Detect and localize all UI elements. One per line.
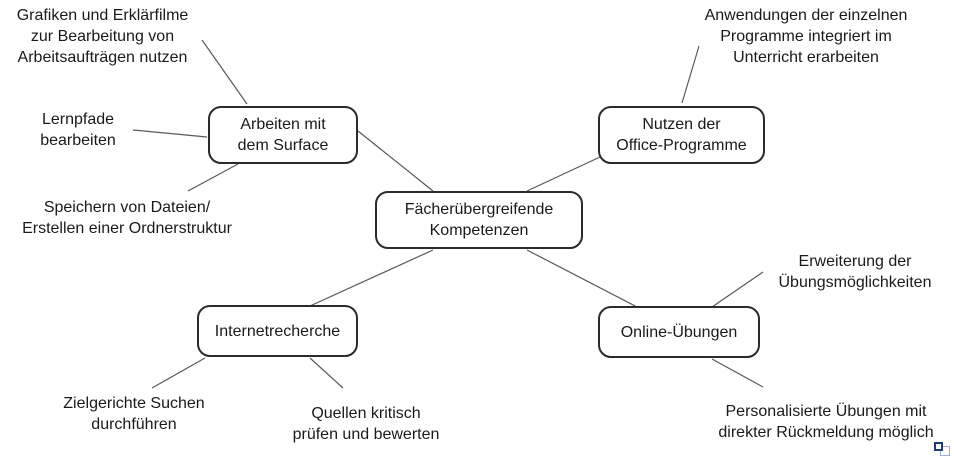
connector-internet-zielgerichte	[151, 357, 206, 389]
connector-center-online	[526, 249, 638, 308]
leaf-erweiterung-uebungsmoeglichkeiten[interactable]: Erweiterung der Übungsmöglichkeiten	[778, 253, 932, 291]
node-office-programme[interactable]: Nutzen der Office-Programme	[598, 106, 765, 164]
connector-center-internet	[309, 249, 434, 307]
leaf-grafiken-erklaerfilme[interactable]: Grafiken und Erklärfilme zur Bearbeitung…	[16, 7, 189, 66]
connector-anwendungen-office	[681, 45, 700, 104]
leaf-speichern-dateien[interactable]: Speichern von Dateien/ Erstellen einer O…	[22, 199, 232, 237]
connector-grafiken-surface	[201, 39, 248, 105]
connector-lernpfade-surface	[132, 129, 208, 138]
node-center-kompetenzen[interactable]: Fächerübergreifende Kompetenzen	[375, 191, 583, 249]
node-online-uebungen[interactable]: Online-Übungen	[598, 306, 760, 358]
node-online-label: Online-Übungen	[620, 323, 738, 341]
connector-surface-center	[357, 130, 434, 192]
object-marker-front-square-icon	[934, 442, 943, 451]
node-office-label: Nutzen der Office-Programme	[616, 116, 747, 154]
node-internetrecherche[interactable]: Internetrecherche	[197, 305, 358, 357]
connector-erweiterung-online	[711, 271, 764, 308]
object-marker-back-square-icon	[940, 446, 950, 456]
connector-internet-quellen	[309, 357, 344, 389]
leaf-lernpfade-bearbeiten[interactable]: Lernpfade bearbeiten	[40, 111, 116, 149]
leaf-quellen-kritisch[interactable]: Quellen kritisch prüfen und bewerten	[292, 405, 440, 443]
node-arbeiten-mit-surface[interactable]: Arbeiten mit dem Surface	[208, 106, 358, 164]
connector-online-personalisierte	[711, 358, 764, 388]
leaf-zielgerichte-suchen[interactable]: Zielgerichte Suchen durchführen	[63, 395, 205, 433]
node-center-label: Fächerübergreifende Kompetenzen	[404, 201, 554, 239]
leaf-personalisierte-uebungen[interactable]: Personalisierte Übungen mit direkter Rüc…	[718, 403, 934, 441]
connector-office-center	[526, 156, 601, 192]
node-surface-label: Arbeiten mit dem Surface	[237, 116, 329, 154]
node-internet-label: Internetrecherche	[214, 322, 341, 340]
leaf-anwendungen-programme[interactable]: Anwendungen der einzelnen Programme inte…	[704, 7, 908, 66]
object-marker-icon[interactable]	[934, 440, 951, 456]
connector-speichern-surface	[187, 163, 239, 192]
